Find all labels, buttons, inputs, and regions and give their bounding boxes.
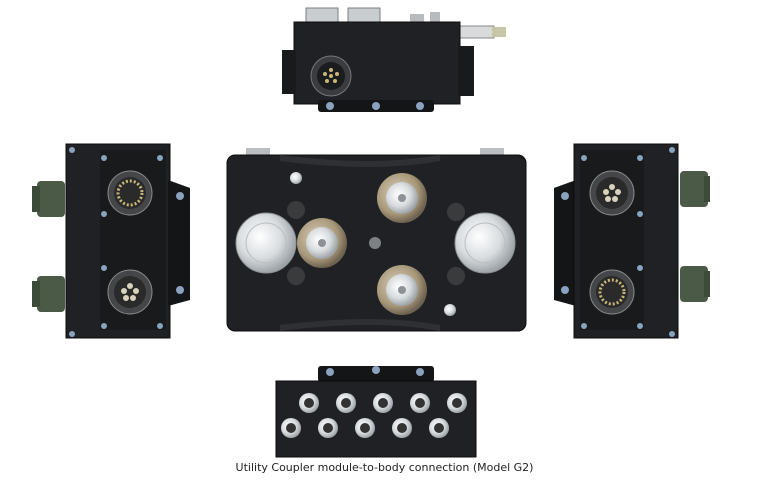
bottom-port-row-upper <box>299 393 467 413</box>
center-face-view <box>226 148 527 332</box>
bottom-port-row-lower <box>281 418 449 438</box>
right-large-port <box>454 212 516 274</box>
left-view <box>32 143 190 339</box>
top-view <box>282 7 506 112</box>
left-large-port <box>235 212 297 274</box>
bottom-view <box>275 366 477 458</box>
figure-caption: Utility Coupler module-to-body connectio… <box>235 461 534 474</box>
right-view <box>554 143 710 339</box>
